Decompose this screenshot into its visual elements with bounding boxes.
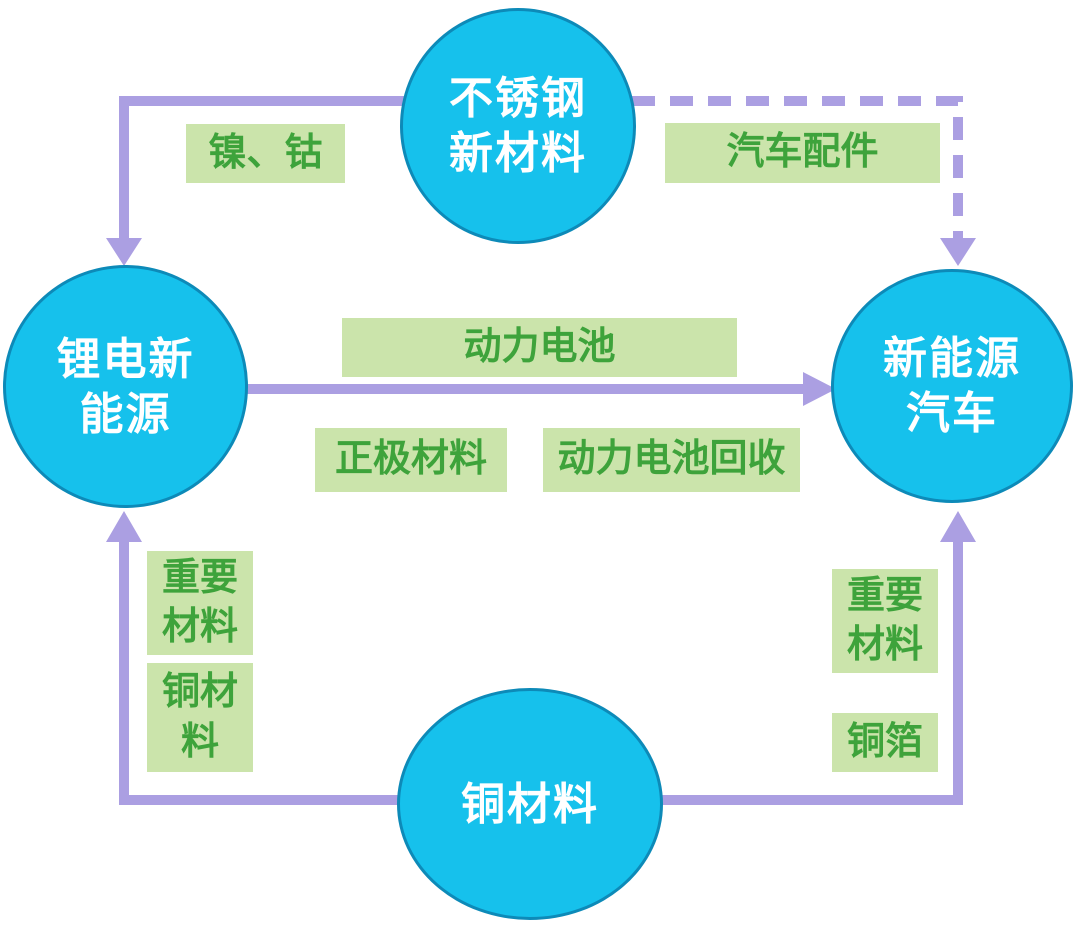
label-copper-foil: 铜箔 <box>832 713 938 772</box>
label-power-battery: 动力电池 <box>342 318 737 377</box>
label-important-material-left: 重要 材料 <box>147 551 253 655</box>
label-power-battery-recycling: 动力电池回收 <box>543 428 800 492</box>
edge-stainless-to-lithium <box>119 96 518 240</box>
arrowhead-lithium-to-nev <box>803 372 836 406</box>
label-important-material-right: 重要 材料 <box>832 569 938 673</box>
arrowhead-stainless-to-nev <box>940 238 976 266</box>
node-new-energy-vehicle-label: 新能源 汽车 <box>883 334 1021 438</box>
node-copper-material-label: 铜材料 <box>461 779 599 829</box>
edge-copper-to-lithium <box>119 540 530 805</box>
node-lithium-energy: 锂电新 能源 <box>3 265 248 508</box>
label-nickel-cobalt: 镍、钴 <box>186 124 345 183</box>
edge-copper-to-nev <box>530 540 963 805</box>
edge-stainless-to-nev <box>518 96 963 240</box>
arrowhead-copper-to-nev <box>940 511 976 542</box>
node-stainless-steel-label: 不锈钢 新材料 <box>449 74 587 178</box>
node-new-energy-vehicle: 新能源 汽车 <box>831 269 1073 503</box>
node-lithium-energy-label: 锂电新 能源 <box>56 334 195 439</box>
arrowhead-copper-to-lithium <box>106 511 142 542</box>
label-auto-parts: 汽车配件 <box>665 123 940 183</box>
label-cathode-material: 正极材料 <box>315 428 507 492</box>
node-copper-material: 铜材料 <box>397 688 663 920</box>
label-copper-material-left: 铜材 料 <box>147 663 253 772</box>
arrowhead-stainless-to-lithium <box>106 238 142 266</box>
node-stainless-steel: 不锈钢 新材料 <box>400 8 636 244</box>
